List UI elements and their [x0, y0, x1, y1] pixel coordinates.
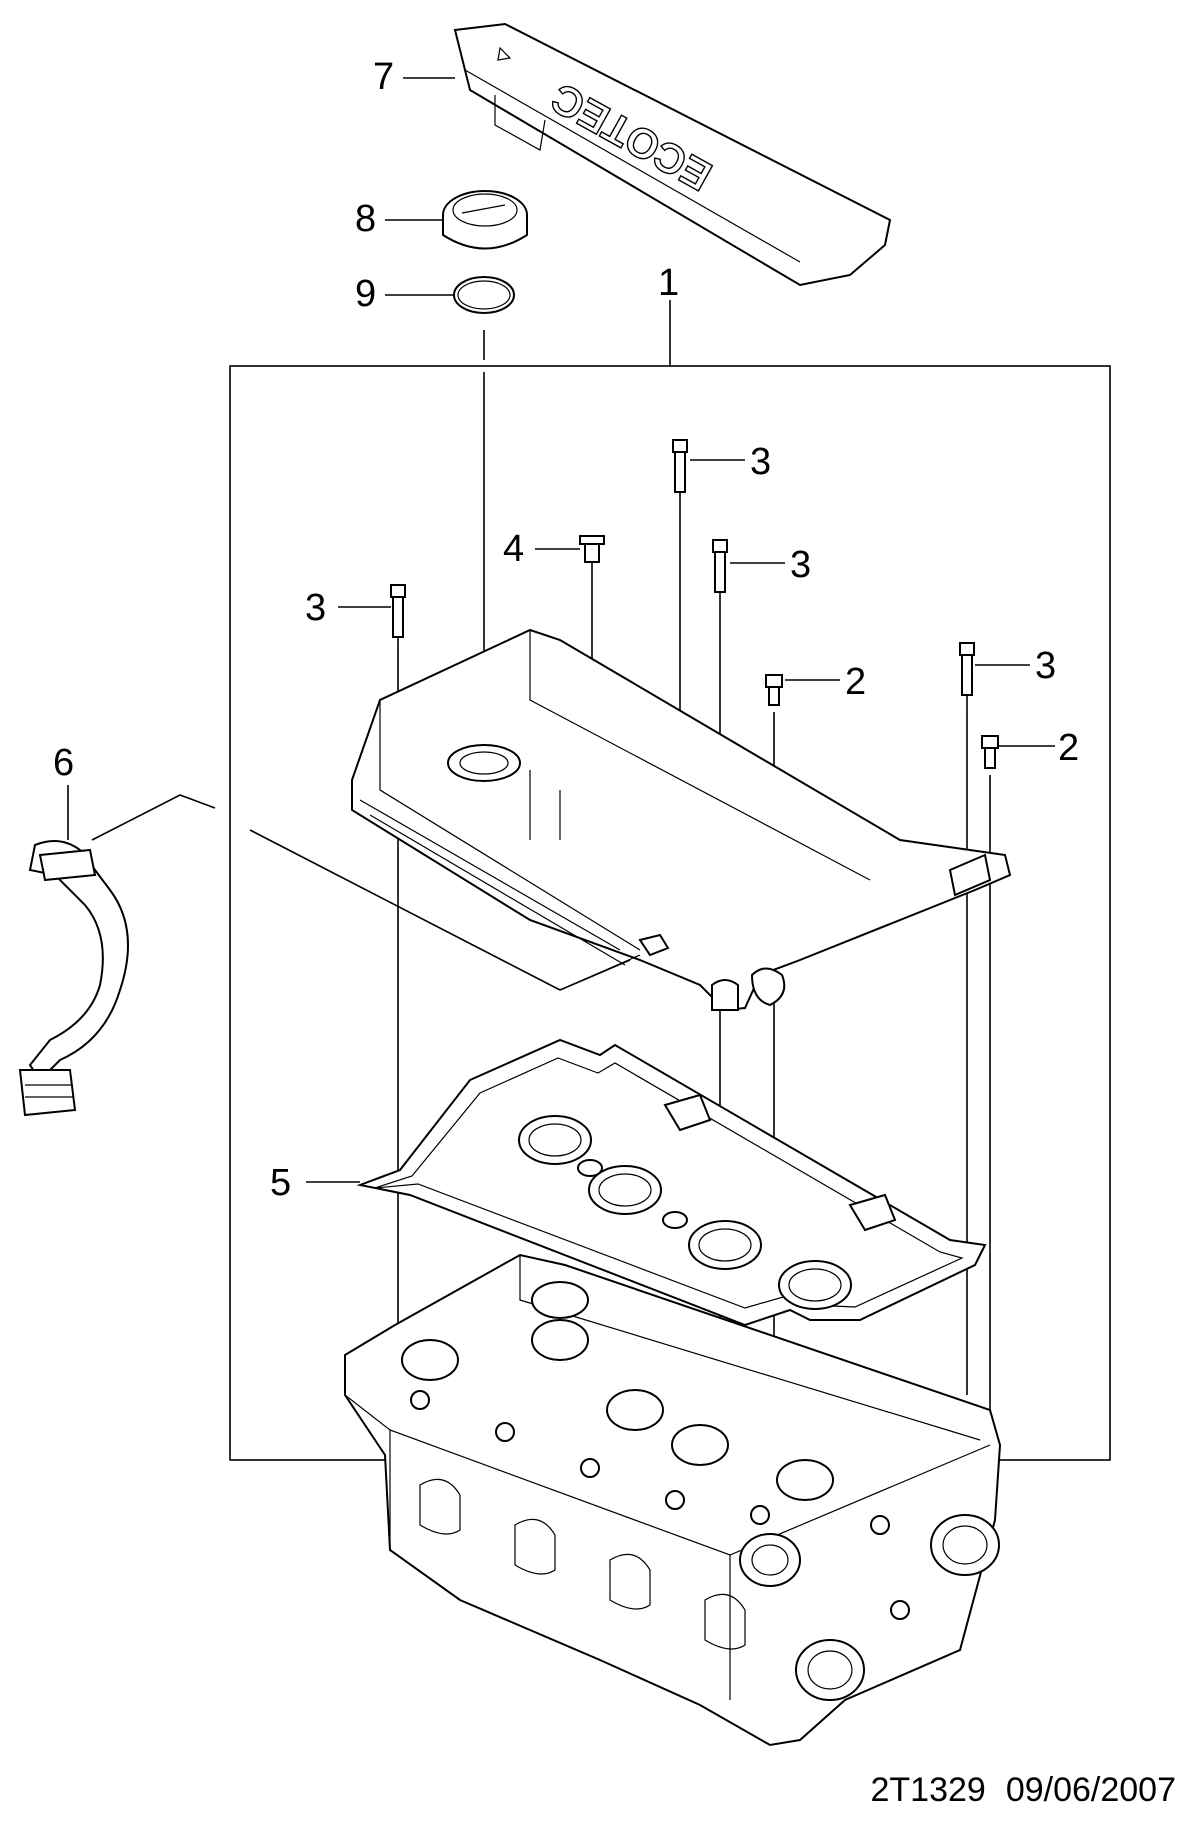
callout-2-right: 2 — [1058, 727, 1079, 769]
drawing-date: 09/06/2007 — [1005, 1771, 1176, 1809]
callout-9: 9 — [355, 273, 376, 315]
grommet-part-4 — [579, 535, 605, 563]
engine-cover-part-7: ECOTEC — [453, 22, 892, 287]
bolt-part-3-d — [959, 642, 975, 708]
callout-7: 7 — [373, 56, 394, 98]
gasket-part-5 — [356, 1038, 987, 1327]
drawing-code: 2T1329 — [870, 1771, 986, 1809]
callout-3-mid: 3 — [790, 544, 811, 586]
drawing-caption: 2T1329 09/06/2007 — [871, 1771, 1177, 1810]
callout-6: 6 — [53, 742, 74, 784]
callout-3-top: 3 — [750, 441, 771, 483]
callout-8: 8 — [355, 198, 376, 240]
bolt-part-3-b — [712, 539, 728, 605]
bolt-part-3-c — [390, 584, 406, 650]
bolt-part-2-b — [981, 735, 999, 769]
valve-cover-part-1 — [351, 628, 1012, 1012]
callout-3-right: 3 — [1035, 645, 1056, 687]
callout-1: 1 — [658, 262, 679, 304]
oil-filler-cap-part-8 — [442, 190, 528, 250]
callout-3-left: 3 — [305, 587, 326, 629]
bolt-part-2-a — [765, 674, 783, 706]
cylinder-head — [344, 1253, 1002, 1747]
callout-4: 4 — [503, 528, 524, 570]
o-ring-part-9 — [453, 276, 515, 314]
callout-2-left: 2 — [845, 661, 866, 703]
callout-5: 5 — [270, 1162, 291, 1204]
pcv-hose-part-6 — [18, 840, 129, 1117]
bolt-part-3-a — [672, 439, 688, 505]
